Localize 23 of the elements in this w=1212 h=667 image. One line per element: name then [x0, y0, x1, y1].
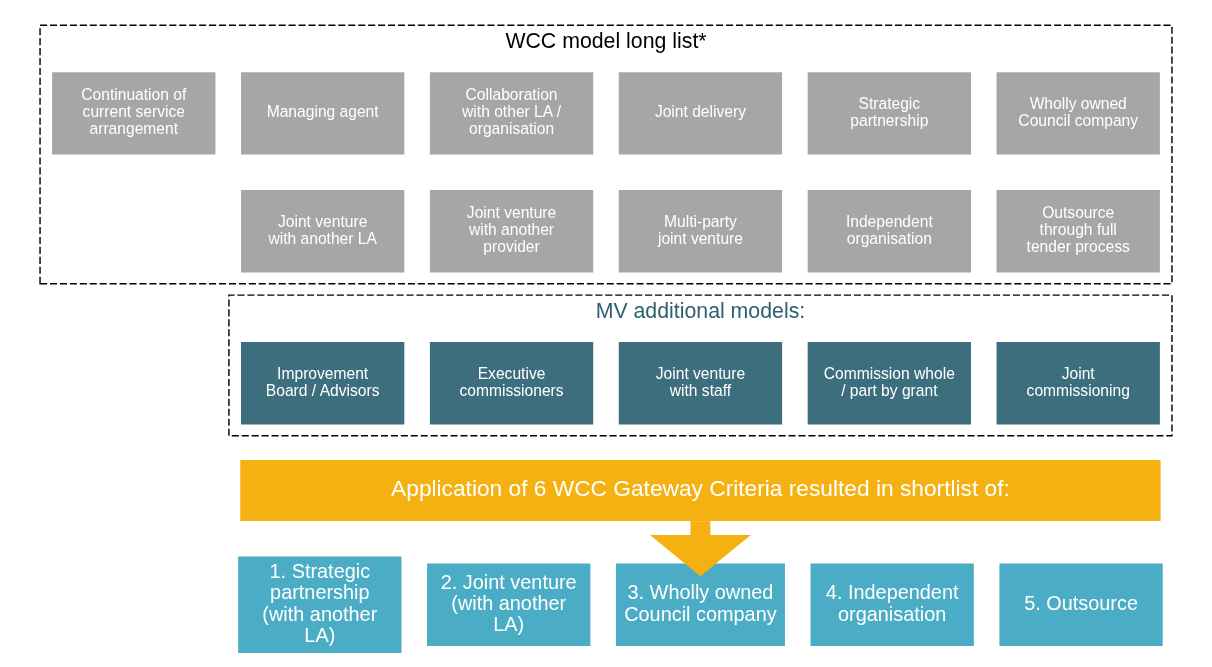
node-box: Independent organisation [807, 190, 971, 273]
node-box: Joint commissioning [996, 342, 1160, 425]
node-box: Improvement Board / Advisors [241, 342, 405, 425]
node-box: Collaboration with other LA / organisation [429, 72, 594, 155]
node-box: Joint venture with staff [618, 342, 783, 425]
arrow [649, 521, 751, 577]
node-box: 2. Joint venture (with another LA) [427, 563, 591, 646]
node-box: Multi-party joint venture [618, 190, 783, 273]
node-box: Executive commissioners [429, 342, 594, 425]
node-box: 3. Wholly owned Council company [615, 563, 785, 646]
node-box: Joint venture with another provider [429, 190, 594, 273]
node-box: Joint delivery [618, 72, 783, 155]
node-box: Continuation of current service arrangement [52, 72, 216, 155]
node-box: Wholly owned Council company [996, 72, 1160, 155]
node-box: 5. Outsource [999, 563, 1163, 646]
node-box: Managing agent [241, 72, 405, 155]
node-box: 1. Strategic partnership (with another LA) [238, 556, 402, 654]
node-box: Outsource through full tender process [996, 190, 1160, 273]
node-box: Commission whole / part by grant [807, 342, 971, 425]
node-box: Joint venture with another LA [241, 190, 405, 273]
node-box: Strategic partnership [807, 72, 971, 155]
node-box: Application of 6 WCC Gateway Criteria resulted in shortlist of: [240, 459, 1161, 521]
node-box: 4. Independent organisation [810, 563, 974, 646]
